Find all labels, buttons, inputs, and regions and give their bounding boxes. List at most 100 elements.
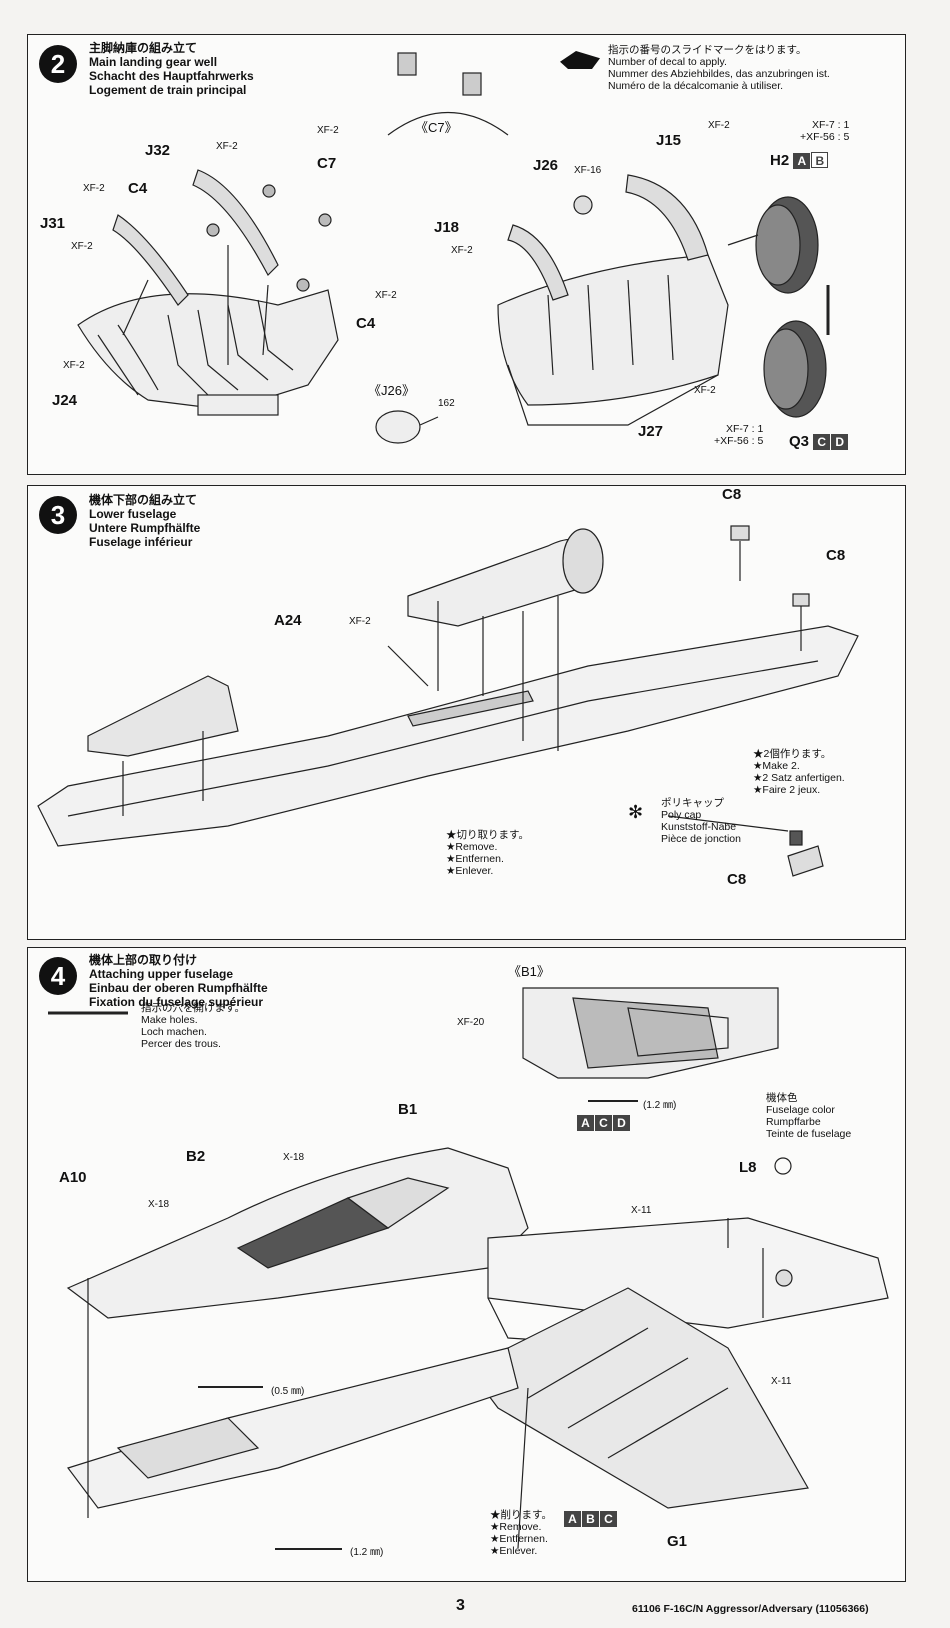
main-gear-well-diagram — [77, 52, 830, 444]
marking-badge: C — [595, 1115, 612, 1131]
lower-fuselage-diagram — [37, 525, 859, 877]
poly-cap-note: ポリキャップ Poly cap Kunststoff-Nabe Pièce de… — [661, 797, 741, 845]
paint-xf2: XF-2 — [708, 120, 730, 131]
color-de: Rumpffarbe — [766, 1116, 821, 1128]
part-j24: J24 — [52, 392, 78, 409]
marking-badge: B — [811, 152, 829, 168]
remove-fr: ★Enlever. — [490, 1545, 538, 1557]
title-fr: Logement de train principal — [89, 83, 247, 97]
make2-de: ★2 Satz anfertigen. — [753, 772, 845, 784]
part-j32: J32 — [145, 142, 171, 159]
paint-x18: X-18 — [283, 1152, 305, 1163]
remove-de: ★Entfernen. — [490, 1533, 548, 1545]
paint-xf16: XF-16 — [574, 165, 602, 176]
h2-paint-mix: XF-7 : 1 +XF-56 : 5 — [800, 119, 849, 143]
part-c4: C4 — [128, 180, 148, 197]
title-ja: 機体下部の組み立て — [89, 493, 198, 507]
j26-decal-number: 162 — [438, 398, 455, 409]
polycap-fr: Pièce de jonction — [661, 833, 741, 845]
paint-xf2: XF-2 — [216, 141, 238, 152]
decal-note-de: Nummer des Abziehbildes, das anzubringen… — [608, 68, 830, 80]
decal-note: 指示の番号のスライドマークをはります。 Number of decal to a… — [608, 44, 830, 92]
make2-ja: ★2個作ります。 — [753, 748, 832, 760]
paint-xf2: XF-2 — [83, 183, 105, 194]
b1-callout: 《B1》 — [508, 964, 550, 979]
drill-size: (1.2 ㎜) — [350, 1547, 384, 1558]
paint-xf2: XF-2 — [317, 125, 339, 136]
decal-marker-icon — [560, 51, 600, 69]
color-ja: 機体色 — [766, 1092, 798, 1104]
step-3-panel: 3 機体下部の組み立て Lower fuselage Untere Rumpfh… — [27, 485, 906, 940]
title-en: Lower fuselage — [89, 507, 177, 521]
h2-mix-line: +XF-56 : 5 — [800, 131, 850, 143]
holes-en: Make holes. — [141, 1014, 198, 1026]
polycap-ja: ポリキャップ — [661, 797, 724, 809]
part-c8: C8 — [727, 871, 747, 888]
title-de: Schacht des Hauptfahrwerks — [89, 69, 254, 83]
step-number: 3 — [39, 496, 77, 534]
step-title: 機体上部の取り付け Attaching upper fuselage Einba… — [89, 953, 268, 1009]
part-c7: C7 — [317, 155, 337, 172]
part-b1: B1 — [398, 1101, 418, 1118]
decal-note-fr: Numéro de la décalcomanie à utiliser. — [608, 80, 784, 92]
title-fr: Fixation du fuselage supérieur — [89, 995, 264, 1009]
part-c4: C4 — [356, 315, 376, 332]
holes-ja: 指示の穴を開けます。 — [141, 1002, 245, 1014]
title-ja: 機体上部の取り付け — [89, 953, 198, 967]
remove-note: ★削ります。 ★Remove. ★Entfernen. ★Enlever. — [490, 1509, 552, 1557]
make2-fr: ★Faire 2 jeux. — [753, 784, 821, 796]
paint-xf2: XF-2 — [694, 385, 716, 396]
part-a24: A24 — [274, 612, 302, 629]
step-title: 機体下部の組み立て Lower fuselage Untere Rumpfhäl… — [89, 493, 200, 549]
step-4-panel: 4 機体上部の取り付け Attaching upper fuselage Ein… — [27, 947, 906, 1582]
paint-xf2: XF-2 — [349, 616, 371, 627]
drill-size: (1.2 ㎜) — [643, 1100, 677, 1111]
drill-size: (0.5 ㎜) — [271, 1386, 305, 1397]
step-number: 4 — [39, 957, 77, 995]
product-code: 61106 F-16C/N Aggressor/Adversary (11056… — [632, 1603, 869, 1615]
h2-mix-line: XF-7 : 1 — [811, 119, 850, 131]
marking-badge: A — [564, 1511, 581, 1527]
holes-fr: Percer des trous. — [141, 1038, 221, 1050]
upper-fuselage-diagram — [48, 987, 889, 1550]
poly-cap-icon: ✻ — [628, 802, 644, 822]
make2-en: ★Make 2. — [753, 760, 800, 772]
part-b2: B2 — [186, 1148, 206, 1165]
decal-note-en: Number of decal to apply. — [608, 56, 727, 68]
part-q3-label: Q3 — [789, 433, 810, 450]
marking-badge: A — [577, 1115, 594, 1131]
title-fr: Fuselage inférieur — [89, 535, 193, 549]
part-a10: A10 — [59, 1169, 87, 1186]
title-en: Attaching upper fuselage — [89, 967, 234, 981]
title-de: Einbau der oberen Rumpfhälfte — [89, 981, 268, 995]
polycap-en: Poly cap — [661, 809, 702, 821]
color-fr: Teinte de fuselage — [766, 1128, 852, 1140]
remove-de: ★Entfernen. — [446, 853, 504, 865]
paint-x18: X-18 — [148, 1199, 170, 1210]
page-number: 3 — [456, 1597, 465, 1614]
title-en: Main landing gear well — [89, 55, 218, 69]
holes-de: Loch machen. — [141, 1026, 207, 1038]
make-two-note: ★2個作ります。 ★Make 2. ★2 Satz anfertigen. ★F… — [753, 748, 845, 796]
q3-mix-line: +XF-56 : 5 — [714, 435, 764, 447]
part-h2-label: H2 — [770, 152, 790, 169]
part-l8: L8 — [739, 1159, 757, 1176]
part-j26: J26 — [533, 157, 559, 174]
decal-note-ja: 指示の番号のスライドマークをはります。 — [608, 44, 807, 56]
q3-paint-mix: XF-7 : 1 +XF-56 : 5 — [714, 423, 763, 447]
marking-badge: D — [831, 434, 849, 450]
make-holes-note: 指示の穴を開けます。 Make holes. Loch machen. Perc… — [141, 1002, 245, 1050]
step-2-panel: 2 主脚納庫の組み立て Main landing gear well Schac… — [27, 34, 906, 475]
color-en: Fuselage color — [766, 1104, 835, 1116]
part-j27: J27 — [638, 423, 664, 440]
title-de: Untere Rumpfhälfte — [89, 521, 201, 535]
q3-mix-line: XF-7 : 1 — [725, 423, 764, 435]
part-c8: C8 — [722, 486, 742, 503]
remove-en: ★Remove. — [446, 841, 498, 853]
paint-x11: X-11 — [771, 1376, 792, 1387]
remove-ja: ★切り取ります。 — [446, 829, 529, 841]
